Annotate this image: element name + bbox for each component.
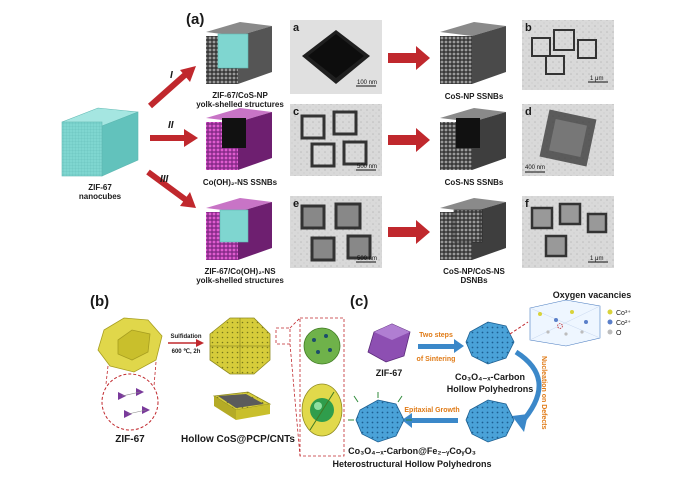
tem-label-f: f [525,198,529,210]
cos-np-ssnb-cube [440,22,506,84]
sintering-arrow [418,339,464,353]
panel-label-c: (c) [350,293,368,310]
panel-b-right-caption: Hollow CoS@PCP/CNTs [181,434,295,445]
panel-c-start-caption: ZIF-67 [376,368,403,378]
cnt-particle [301,383,343,437]
legend-co2: Co²⁺ [616,320,631,327]
hollow-cos-cutaway [212,391,272,420]
epitaxial-label: Epitaxial Growth [404,407,459,414]
row3-left-caption-line2: yolk-shelled structures [196,276,284,285]
tem-image-a [290,20,382,94]
nucleation-arrowhead [512,414,528,432]
route-arrow-2 [150,129,198,147]
tem-scale-f: 1 μm [590,256,603,262]
coohns-ssnb-cube [206,108,272,170]
legend-co3: Co³⁺ [616,310,631,317]
tem-scale-c: 500 nm [357,164,377,170]
row2-left-caption: Co(OH)₂-NS SSNBs [203,178,278,187]
row2-arrow [388,128,430,152]
tem-image-d [522,104,614,176]
zif67-octahedron [367,323,411,363]
row2-right-caption: CoS-NS SSNBs [445,178,504,187]
zif-coohns-yolk-cube [206,198,272,260]
tem-scale-b: 1 μm [590,76,603,82]
row1-left-caption-line1: ZIF-67/CoS-NP [212,91,268,100]
tem-image-f [522,196,614,268]
panel-b-left-caption: ZIF-67 [115,434,145,445]
tem-image-c [290,104,382,176]
vacancy-title: Oxygen vacancies [553,290,632,300]
final-caption-line2: Heterostructural Hollow Polyhedrons [332,459,491,469]
defect-polyhedron [465,399,515,443]
co3o4-carbon-polyhedron [465,321,515,365]
start-caption-line2: nanocubes [79,192,122,201]
cos-np-ns-dsnb-cube [440,198,506,260]
row1-arrow [388,46,430,70]
sulfidation-condition: 600 ℃, 2h [172,348,201,355]
yolk-shell-cube-grey [206,22,272,84]
row3-left-caption-line1: ZIF-67/Co(OH)₂-NS [204,267,276,276]
zif67-framework [118,388,150,418]
hollow-cos-dodecahedron [209,317,271,375]
route-label-1: I [170,70,173,81]
sulfidation-arrow [168,339,204,347]
tem-scale-a: 100 nm [357,80,377,86]
row1-right-caption: CoS-NP SSNBs [445,92,504,101]
route-label-3: III [160,174,169,185]
route-label-2: II [168,120,174,131]
panel-label-a: (a) [186,11,204,28]
route-arrow-1 [148,66,196,109]
zif67-cube [61,107,139,177]
tem-label-d: d [525,106,532,118]
cos-ns-ssnb-cube [440,108,506,170]
sintering-label-line1: Two steps [419,332,453,339]
crystal-lattice [529,299,601,347]
start-caption-line1: ZIF-67 [88,183,112,192]
row1-left-caption-line2: yolk-shelled structures [196,100,284,109]
row3-right-caption-line1: CoS-NP/CoS-NS [443,267,505,276]
legend-o: O [616,330,622,337]
mid-caption-line2: Hollow Polyhedrons [447,384,534,394]
heterostructure-polyhedron [348,392,412,443]
tem-label-a: a [293,22,300,34]
route-arrow-3 [146,169,196,208]
tem-label-b: b [525,22,532,34]
zif67-detail-circle [101,373,159,431]
row3-arrow [388,220,430,244]
nucleation-label: Nucleation on Defects [540,356,547,430]
sintering-label-line2: of Sintering [417,356,456,363]
zif67-dodecahedron [97,317,163,373]
tem-image-e [290,196,382,268]
vacancy-pointer [509,321,529,335]
row3-right-caption-line2: DSNBs [460,276,488,285]
mid-caption-line1: Co₃O₄₋ₓ-Carbon [455,372,525,382]
final-caption-line1: Co₃O₄₋ₓ-Carbon@Fe₂₋ᵧCoᵧO₃ [348,446,476,456]
tem-label-e: e [293,198,299,210]
sulfidation-label: Sulfidation [171,334,202,340]
lattice-legend [607,309,613,335]
tem-image-b [522,20,614,90]
zoom-box [299,317,345,457]
zoom-guides [275,317,301,457]
tem-scale-e: 500 nm [357,256,377,262]
pcp-cross-section [303,327,341,365]
tem-scale-d: 400 nm [525,165,545,171]
panel-label-b: (b) [90,293,109,310]
tem-label-c: c [293,106,299,118]
